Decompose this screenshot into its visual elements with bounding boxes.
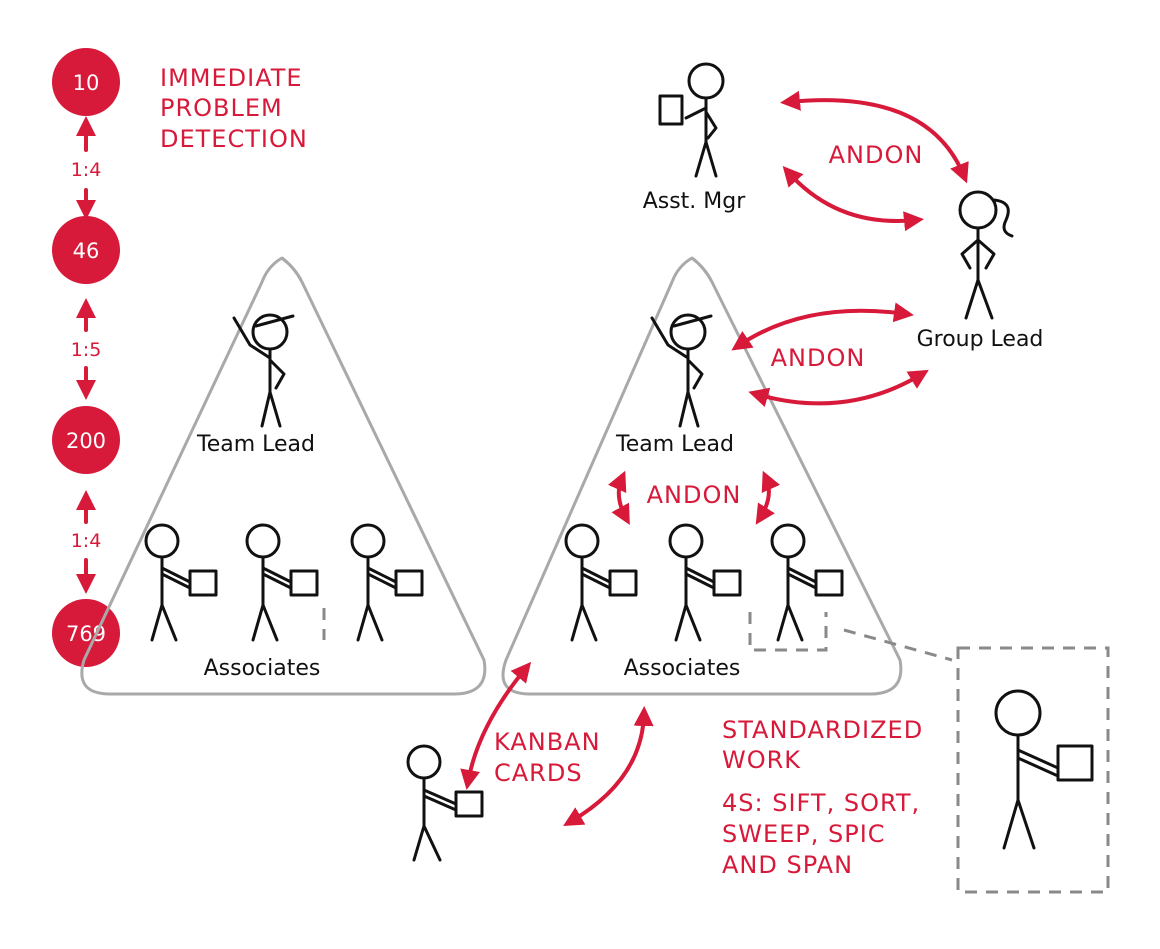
svg-text:PROBLEM: PROBLEM bbox=[160, 94, 283, 122]
svg-text:STANDARDIZED: STANDARDIZED bbox=[722, 716, 923, 744]
zoom-callout-box bbox=[956, 646, 1110, 894]
team-lead-label-left: Team Lead bbox=[196, 432, 315, 457]
headline: IMMEDIATE PROBLEM DETECTION bbox=[160, 64, 308, 153]
zoomed-associate-figure bbox=[994, 689, 1094, 850]
associate-figure-right-3 bbox=[770, 523, 844, 642]
kanban-arrows bbox=[460, 661, 654, 827]
svg-text:DETECTION: DETECTION bbox=[160, 125, 308, 153]
team-lead-label-right: Team Lead bbox=[615, 432, 734, 457]
andon-arrow-management: ANDON bbox=[780, 90, 969, 232]
associate-figure-left-1 bbox=[144, 523, 218, 642]
ratio-label-1: 1:4 bbox=[71, 159, 102, 181]
four-s-label: 4S: SIFT, SORT, SWEEP, SPIC AND SPAN bbox=[722, 789, 920, 879]
ratio-arrow-2: 1:5 bbox=[71, 298, 102, 400]
group-lead-figure bbox=[958, 190, 1014, 320]
team-triangle-right bbox=[501, 256, 903, 696]
kanban-worker-figure bbox=[406, 744, 484, 862]
andon-arrow-associates: ANDON bbox=[607, 470, 781, 526]
svg-text:46: 46 bbox=[73, 239, 100, 263]
level-circle-46: 46 bbox=[52, 216, 120, 284]
svg-text:CARDS: CARDS bbox=[494, 759, 583, 787]
svg-text:4S: SIFT, SORT,: 4S: SIFT, SORT, bbox=[722, 789, 920, 817]
ratio-arrow-3: 1:4 bbox=[71, 490, 102, 594]
associate-figure-left-3 bbox=[350, 523, 424, 642]
svg-text:10: 10 bbox=[73, 71, 100, 95]
ratio-label-2: 1:5 bbox=[71, 339, 102, 361]
ratio-label-3: 1:4 bbox=[71, 530, 102, 552]
kanban-label: KANBAN CARDS bbox=[494, 728, 601, 787]
andon-arrow-team-lead: ANDON bbox=[731, 302, 929, 407]
associates-label-right: Associates bbox=[624, 656, 741, 681]
team-lead-figure-right bbox=[650, 313, 713, 428]
ratio-arrow-1: 1:4 bbox=[71, 116, 102, 220]
level-circle-200: 200 bbox=[52, 406, 120, 474]
associate-figure-right-1 bbox=[564, 523, 638, 642]
svg-text:WORK: WORK bbox=[722, 746, 801, 774]
svg-text:AND SPAN: AND SPAN bbox=[722, 851, 853, 879]
standardized-work-label: STANDARDIZED WORK bbox=[722, 716, 923, 774]
team-lead-figure-left bbox=[232, 313, 295, 428]
associates-label-left: Associates bbox=[204, 656, 321, 681]
andon-label-management: ANDON bbox=[829, 141, 924, 169]
andon-label-team-lead: ANDON bbox=[771, 344, 866, 372]
asst-mgr-label: Asst. Mgr bbox=[643, 189, 747, 214]
team-triangle-left bbox=[80, 256, 487, 696]
andon-label-associates: ANDON bbox=[647, 481, 742, 509]
svg-text:SWEEP, SPIC: SWEEP, SPIC bbox=[722, 820, 886, 848]
associate-figure-left-2 bbox=[245, 523, 319, 642]
group-lead-label: Group Lead bbox=[917, 327, 1044, 352]
zoom-callout-connector bbox=[748, 612, 953, 662]
svg-text:KANBAN: KANBAN bbox=[494, 728, 601, 756]
svg-text:IMMEDIATE: IMMEDIATE bbox=[160, 64, 303, 92]
level-circle-10: 10 bbox=[52, 48, 120, 116]
svg-text:200: 200 bbox=[66, 429, 106, 453]
associate-figure-right-2 bbox=[668, 523, 742, 642]
asst-mgr-figure bbox=[658, 62, 725, 178]
